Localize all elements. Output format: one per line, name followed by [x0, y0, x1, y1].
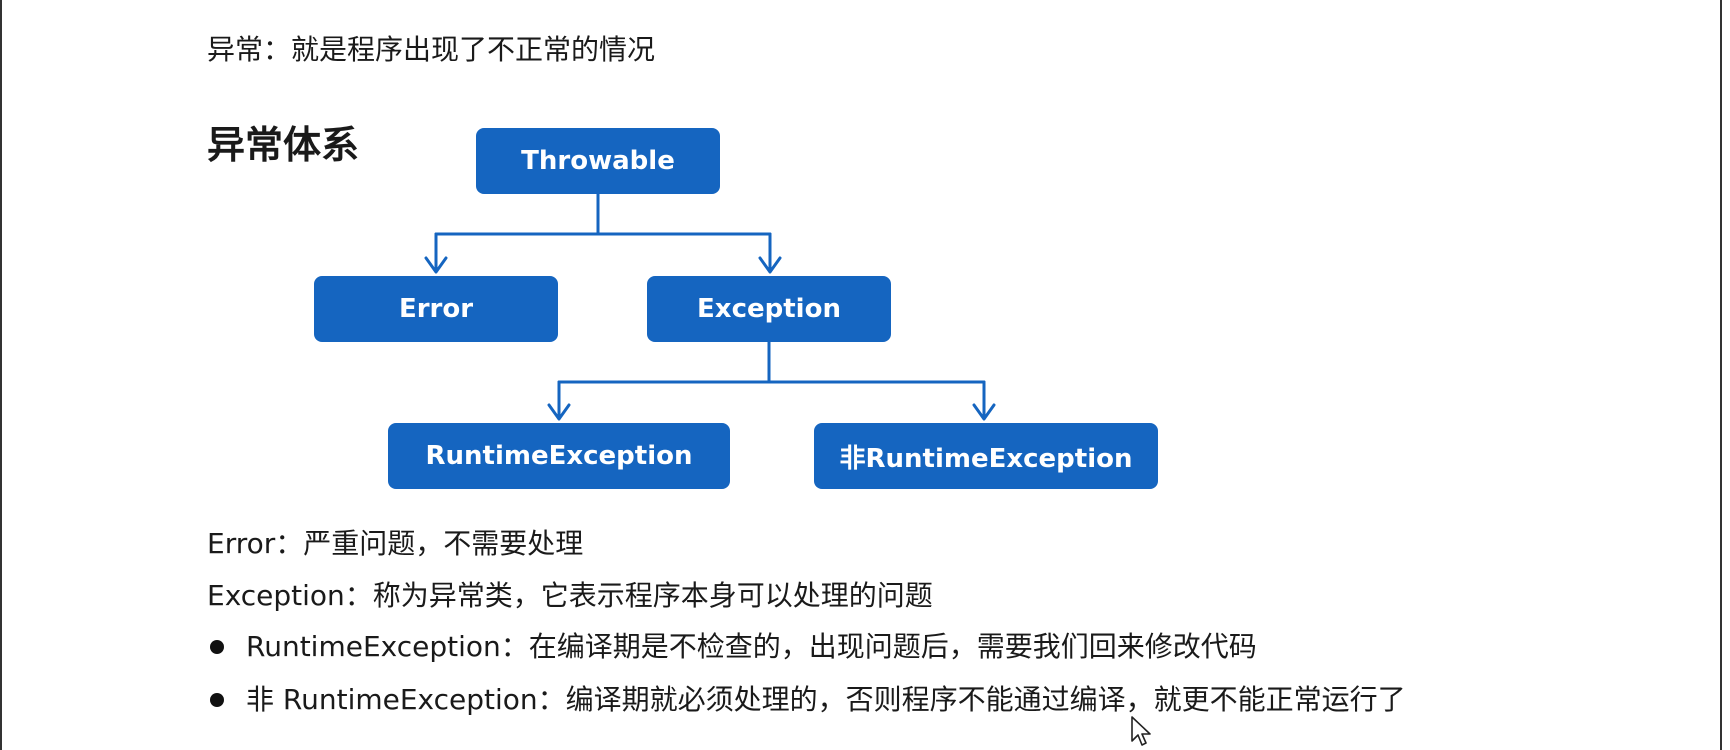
bullet-dot-icon: [210, 693, 224, 707]
error-description: Error：严重问题，不需要处理: [207, 527, 584, 560]
node-throwable: Throwable: [476, 128, 720, 194]
bullet-text: 非 RuntimeException：编译期就必须处理的，否则程序不能通过编译，…: [246, 683, 1406, 716]
arrowhead-exception: [758, 256, 782, 274]
exception-description: Exception：称为异常类，它表示程序本身可以处理的问题: [207, 579, 933, 612]
node-non-runtime-exception: 非RuntimeException: [814, 423, 1158, 489]
arrowhead-nonruntime: [972, 403, 996, 421]
node-exception: Exception: [647, 276, 891, 342]
arrowhead-error: [424, 256, 448, 274]
section-title: 异常体系: [207, 123, 360, 167]
bullet-runtime-exception: RuntimeException：在编译期是不检查的，出现问题后，需要我们回来修…: [207, 627, 1257, 667]
intro-text: 异常：就是程序出现了不正常的情况: [207, 33, 656, 66]
bullet-text: RuntimeException：在编译期是不检查的，出现问题后，需要我们回来修…: [246, 630, 1257, 663]
arrowhead-runtime: [547, 403, 571, 421]
bullet-non-runtime-exception: 非 RuntimeException：编译期就必须处理的，否则程序不能通过编译，…: [207, 680, 1406, 720]
left-border: [0, 0, 2, 750]
right-border: [1720, 0, 1722, 750]
mouse-cursor-icon: [1131, 716, 1151, 746]
node-error: Error: [314, 276, 558, 342]
node-runtime-exception: RuntimeException: [388, 423, 730, 489]
bullet-dot-icon: [210, 640, 224, 654]
